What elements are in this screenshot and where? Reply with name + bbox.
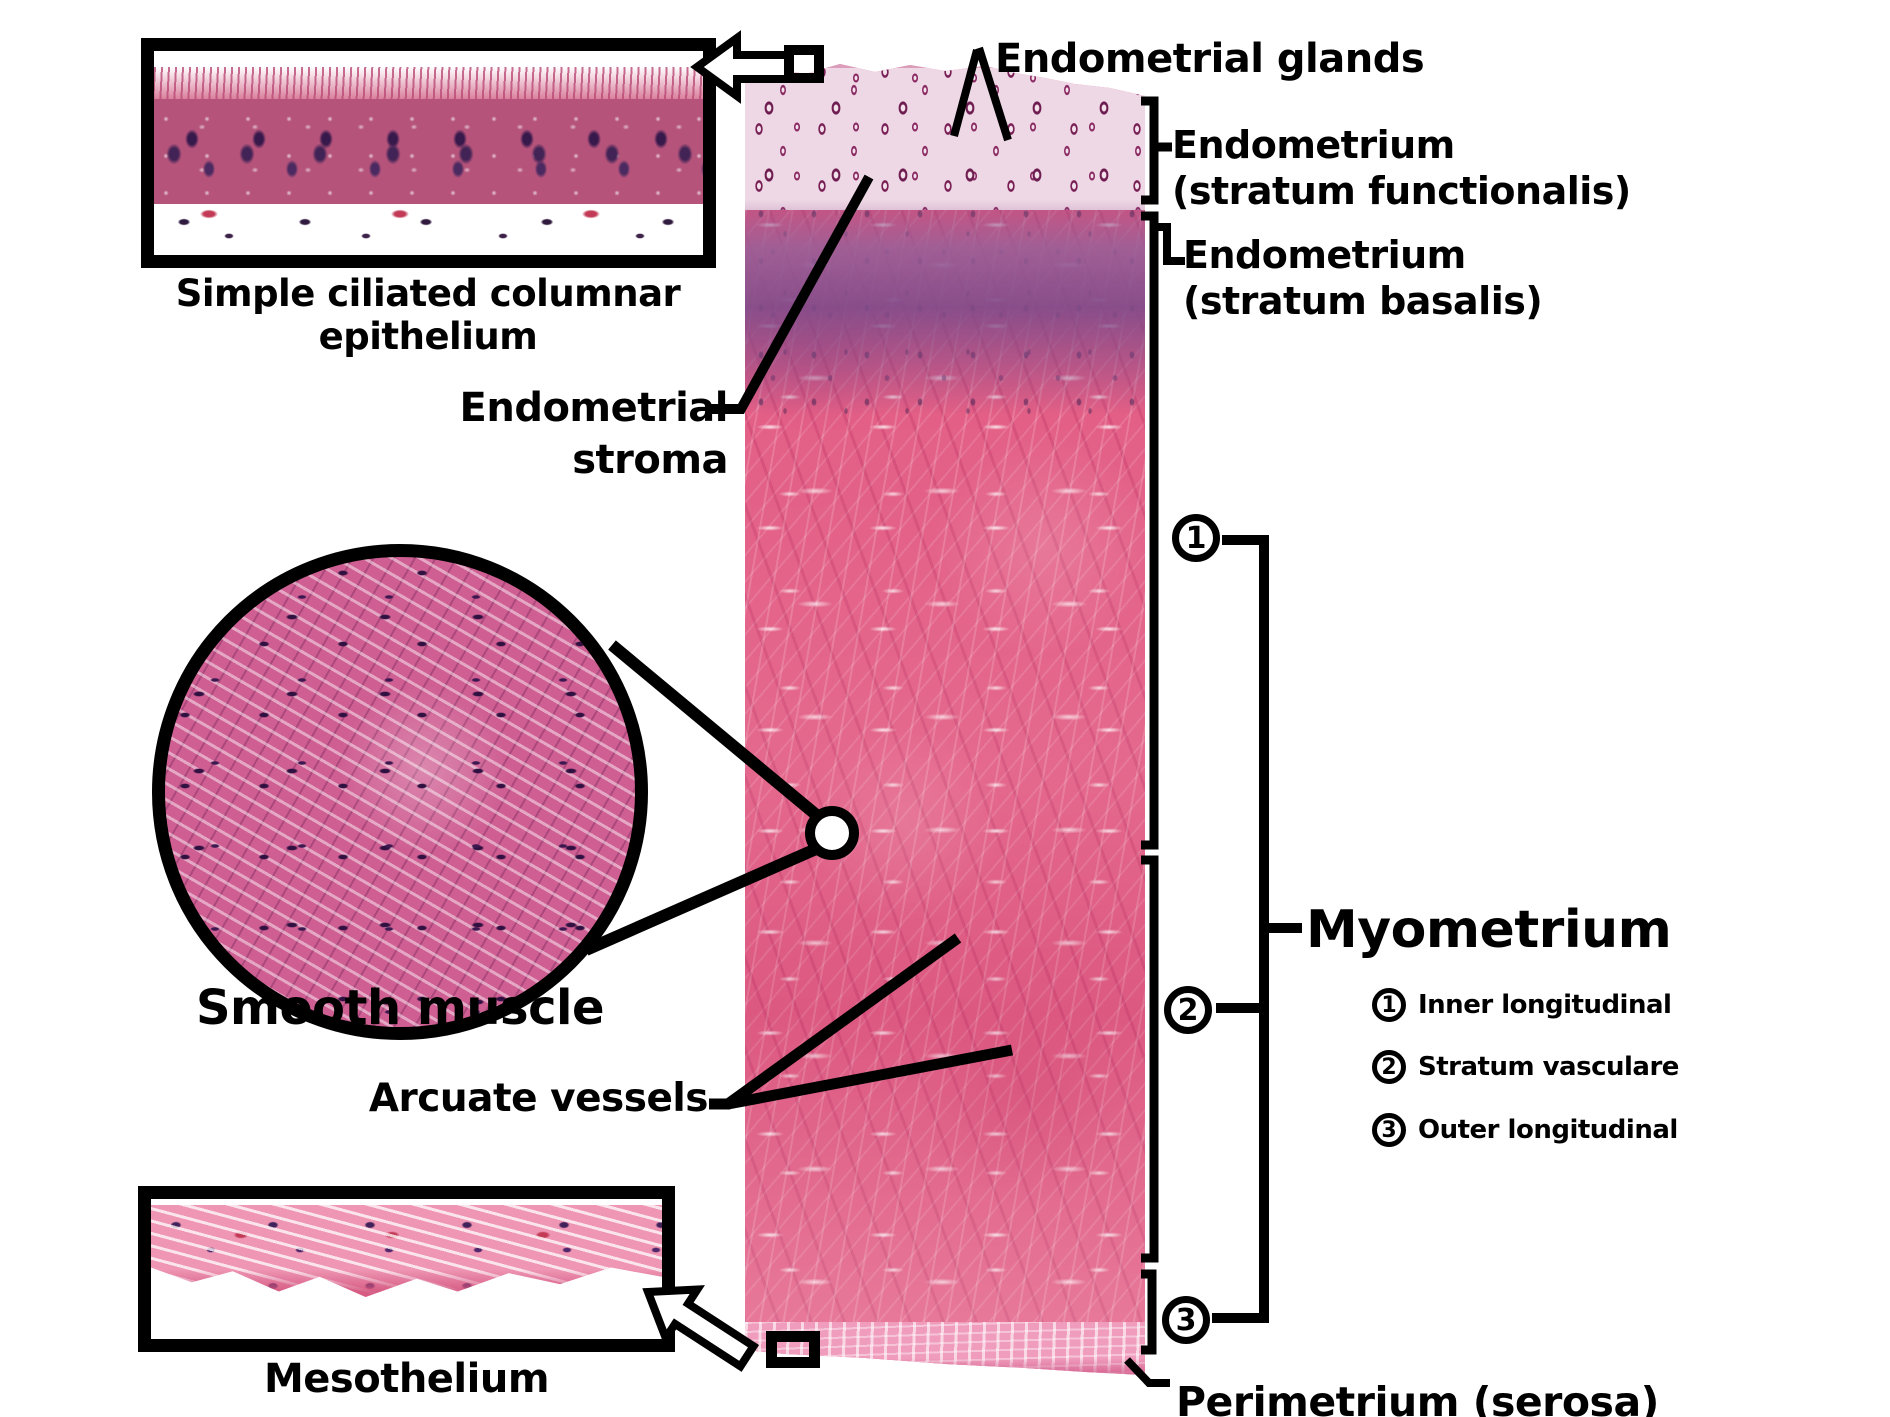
region-marker-1: 1: [1172, 514, 1220, 562]
epithelium-sample-square-icon: [784, 45, 824, 83]
label-arcuate-vessels: Arcuate vessels: [368, 1076, 709, 1121]
label-endometrium-basalis-line1: Endometrium: [1183, 233, 1466, 277]
tissue-zone-stratum-basalis: [745, 200, 1145, 415]
mesothelium-sample-square-icon: [766, 1331, 820, 1368]
mesothelium-inset-image: [138, 1186, 675, 1352]
label-endometrium-functionalis-line2: (stratum functionalis): [1172, 169, 1631, 213]
caption-epithelium-line1: Simple ciliated columnar: [175, 272, 681, 315]
region-marker-2: 2: [1164, 986, 1212, 1034]
legend-text-2: Stratum vasculare: [1418, 1052, 1679, 1082]
label-endometrium-basalis: Endometrium (stratum basalis): [1183, 232, 1543, 324]
label-myometrium: Myometrium: [1306, 900, 1672, 960]
legend-item-inner-longitudinal: 1 Inner longitudinal: [1372, 988, 1672, 1022]
region-marker-1-number: 1: [1185, 520, 1207, 556]
legend-number-3: 3: [1381, 1117, 1397, 1143]
tissue-section-micrograph: [745, 64, 1145, 1375]
epithelium-inset-image: [141, 38, 716, 268]
caption-smooth-muscle: Smooth muscle: [195, 980, 605, 1036]
region-marker-2-number: 2: [1177, 992, 1199, 1028]
legend-text-1: Inner longitudinal: [1418, 990, 1672, 1020]
region-marker-3: 3: [1162, 1296, 1210, 1344]
cilia-texture: [154, 67, 703, 101]
label-endometrial-stroma: Endometrial stroma: [420, 382, 729, 486]
label-endometrium-functionalis-line1: Endometrium: [1172, 123, 1455, 167]
caption-mesothelium: Mesothelium: [263, 1356, 550, 1402]
legend-number-1: 1: [1381, 992, 1397, 1018]
label-endometrial-stroma-line2: stroma: [572, 437, 728, 483]
columnar-cells-texture: [154, 99, 703, 204]
label-endometrium-basalis-line2: (stratum basalis): [1183, 279, 1543, 323]
basement-layer-texture: [154, 204, 703, 255]
legend-circle-3-icon: 3: [1372, 1113, 1406, 1147]
legend-item-outer-longitudinal: 3 Outer longitudinal: [1372, 1113, 1678, 1147]
legend-text-3: Outer longitudinal: [1418, 1115, 1678, 1145]
myometrium-bracket: [1212, 535, 1269, 1323]
caption-epithelium-line2: epithelium: [318, 315, 538, 358]
smooth-muscle-inset-image: [152, 544, 648, 1040]
basalis-label-elbow: [1154, 223, 1185, 265]
caption-simple-ciliated-columnar-epithelium: Simple ciliated columnar epithelium: [138, 272, 718, 358]
mesothelium-tissue-texture: [151, 1205, 662, 1297]
legend-number-2: 2: [1381, 1054, 1397, 1080]
label-endometrium-functionalis: Endometrium (stratum functionalis): [1172, 122, 1631, 214]
legend-circle-1-icon: 1: [1372, 988, 1406, 1022]
label-endometrial-stroma-line1: Endometrial: [459, 385, 729, 431]
legend-item-stratum-vasculare: 2 Stratum vasculare: [1372, 1050, 1679, 1084]
label-perimetrium-serosa: Perimetrium (serosa): [1176, 1378, 1659, 1417]
region-marker-3-number: 3: [1175, 1302, 1197, 1338]
legend-circle-2-icon: 2: [1372, 1050, 1406, 1084]
label-endometrial-glands: Endometrial glands: [995, 36, 1425, 82]
